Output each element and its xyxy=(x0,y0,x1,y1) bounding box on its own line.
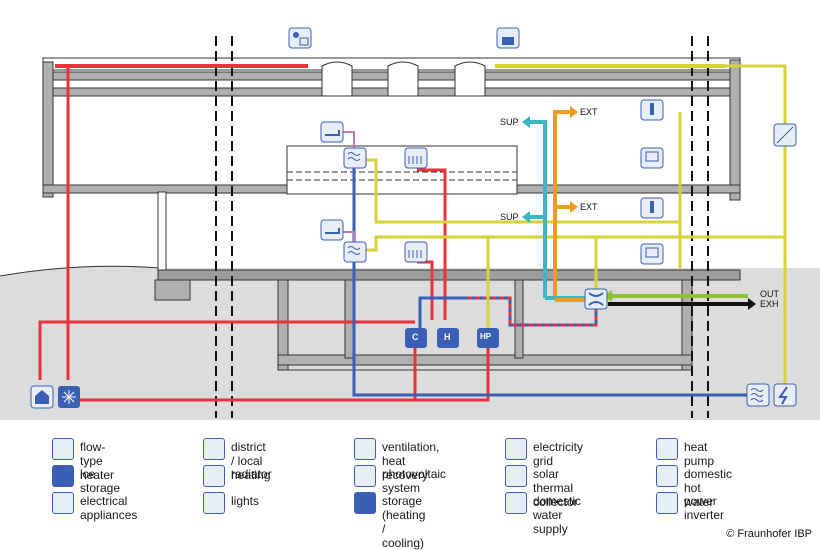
legend-label: power inverter xyxy=(684,494,725,522)
sup-arrow-mid xyxy=(522,211,530,223)
domestic-hot-water-icon-2 xyxy=(320,219,344,241)
ventilation-icon xyxy=(584,288,608,310)
electrical-appliances-icon xyxy=(52,492,74,514)
district-heating-icon xyxy=(203,438,225,460)
photovoltaic-icon xyxy=(496,27,520,49)
solar-thermal-icon xyxy=(505,465,527,487)
foundation-left xyxy=(154,279,191,301)
electrical-appliances-icon xyxy=(640,147,664,169)
radiator-icon xyxy=(404,147,428,169)
basement-column-1 xyxy=(344,279,354,359)
lights-icon xyxy=(203,492,225,514)
heat-pump-icon xyxy=(656,438,678,460)
legend-label: domestic hot water xyxy=(684,467,733,509)
storage-tank-upper xyxy=(286,145,518,195)
ground-left xyxy=(0,266,160,420)
legend-label: flow-type heater xyxy=(80,440,115,482)
radiator-icon xyxy=(203,465,225,487)
flow-type-heater-icon-2 xyxy=(343,241,367,263)
basement-wall-left xyxy=(277,279,289,371)
legend-label: electrical appliances xyxy=(80,494,138,522)
legend-label: ice storage xyxy=(80,467,121,495)
sup-arrow-top xyxy=(522,116,530,128)
domestic-hot-water-icon xyxy=(320,121,344,143)
legend-label: storage (heating / cooling) xyxy=(382,494,426,550)
electric-lines xyxy=(366,64,787,385)
lights-icon xyxy=(640,99,664,121)
ext-arrow-top xyxy=(570,106,578,118)
hp-ventilation-link-alt xyxy=(468,296,598,327)
power-inverter-icon xyxy=(773,123,797,147)
legend-label: solar thermal collector xyxy=(533,467,578,509)
column-left xyxy=(157,191,167,271)
ext-arrow-mid xyxy=(570,201,578,213)
storage-icon xyxy=(354,492,376,514)
ventilation-icon xyxy=(354,438,376,460)
grid-axes xyxy=(215,36,709,418)
ground-floor-slab xyxy=(157,269,741,281)
legend-label: electricity grid xyxy=(533,440,584,468)
right-wall-upper xyxy=(729,59,741,201)
electricity-grid-icon xyxy=(773,383,797,407)
radiator-icon-2 xyxy=(404,241,428,263)
copyright: © Fraunhofer IBP xyxy=(726,528,812,540)
legend-label: domestic water supply xyxy=(533,494,582,536)
heater-label: H xyxy=(444,332,451,342)
out-arrow xyxy=(604,290,612,302)
legend-label: ventilation, heat recovery xyxy=(382,440,440,482)
heating-lines xyxy=(38,66,490,402)
ground-line xyxy=(0,265,161,277)
lights-icon-2 xyxy=(640,197,664,219)
exh-arrow xyxy=(748,298,756,310)
ext-label-mid: EXT xyxy=(580,202,598,212)
domestic-water-icon xyxy=(746,383,770,407)
basement-floor xyxy=(277,354,693,366)
electricity-grid-icon xyxy=(505,438,527,460)
legend-label: photovoltaic system xyxy=(382,467,447,495)
hot-water-lines xyxy=(343,131,355,244)
domestic-water-icon xyxy=(505,492,527,514)
sup-label-mid: SUP xyxy=(500,212,519,222)
out-label: OUT xyxy=(760,289,779,299)
legend-label: district / local heating xyxy=(231,440,271,482)
ice-storage-icon xyxy=(58,386,80,408)
ice-storage-icon xyxy=(52,465,74,487)
power-inverter-icon xyxy=(656,492,678,514)
solar-thermal-icon xyxy=(288,27,312,49)
ventilation-ducts xyxy=(530,110,748,306)
ext-label-top: EXT xyxy=(580,107,598,117)
diagram-icons xyxy=(30,27,797,409)
storage-units xyxy=(405,328,499,348)
chiller-label: C xyxy=(412,332,419,342)
sup-label-top: SUP xyxy=(500,117,519,127)
legend-label: lights xyxy=(231,494,260,508)
electrical-appliances-icon-2 xyxy=(640,243,664,265)
flow-type-heater-icon xyxy=(52,438,74,460)
exh-label: EXH xyxy=(760,299,779,309)
domestic-hot-water-icon xyxy=(656,465,678,487)
left-wall-upper xyxy=(42,61,54,198)
legend-label: radiator xyxy=(231,467,272,481)
district-heating-icon xyxy=(30,385,54,409)
heat-pump-label: HP xyxy=(480,332,492,341)
skylights xyxy=(321,61,486,97)
basement-column-2 xyxy=(514,279,524,359)
legend-label: heat pump xyxy=(684,440,715,468)
photovoltaic-icon xyxy=(354,465,376,487)
flow-type-heater-icon xyxy=(343,147,367,169)
